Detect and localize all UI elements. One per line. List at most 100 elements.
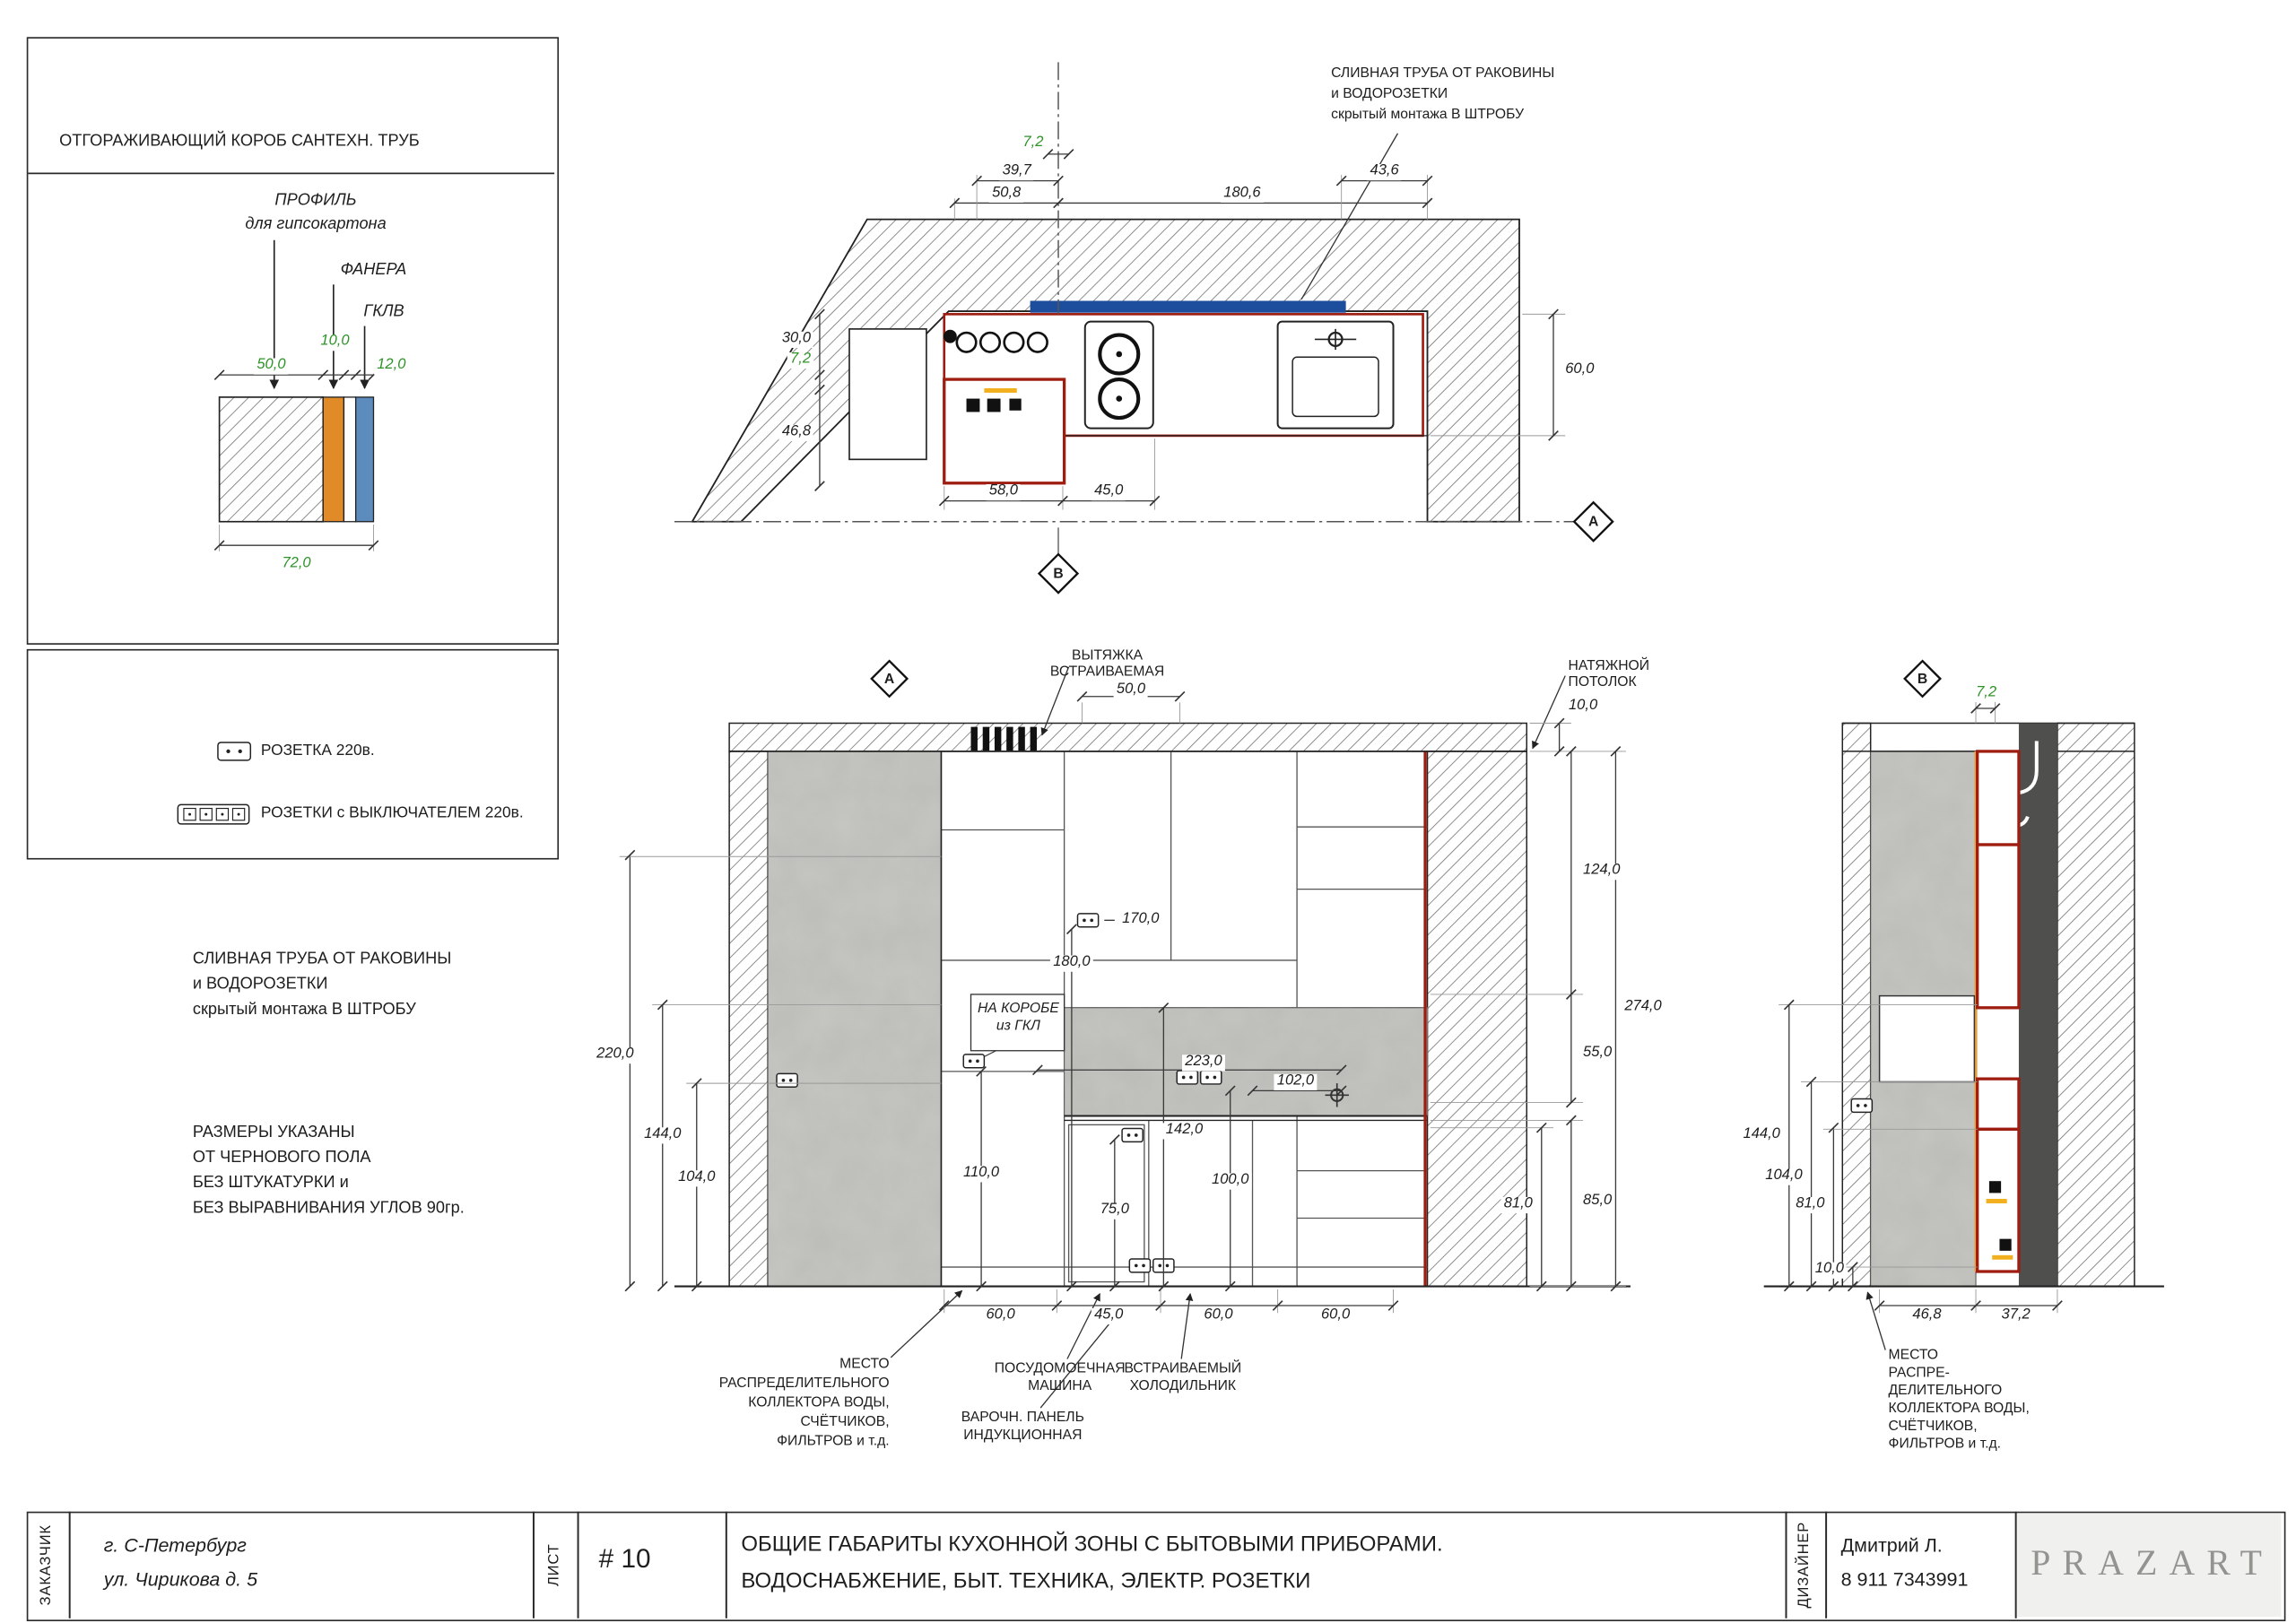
dim-plan-30: 30,0 xyxy=(778,331,814,348)
dim-a-124: 124,0 xyxy=(1579,863,1623,880)
dim-plan-39-7: 39,7 xyxy=(999,163,1035,180)
designer-name: Дмитрий Л. xyxy=(1840,1533,1943,1557)
b-note-3: ДЕЛИТЕЛЬНОГО xyxy=(1888,1382,2003,1400)
dim-a-104: 104,0 xyxy=(674,1169,718,1186)
detail-title: ОТГОРАЖИВАЮЩИЙ КОРОБ САНТЕХН. ТРУБ xyxy=(59,132,420,151)
label-gklv: ГКЛВ xyxy=(363,302,404,321)
collector-note-4: СЧЁТЧИКОВ, xyxy=(800,1413,890,1430)
dim-detail-72: 72,0 xyxy=(279,556,314,573)
dim-plan-50-8: 50,8 xyxy=(988,186,1024,203)
dishwasher-note-2: МАШИНА xyxy=(1028,1378,1092,1395)
dim-a-223: 223,0 xyxy=(1181,1054,1225,1071)
dim-a-b1: 60,0 xyxy=(983,1307,1018,1324)
designer-label: ДИЗАЙНЕР xyxy=(1796,1521,1813,1609)
designer-phone: 8 911 7343991 xyxy=(1840,1567,1969,1591)
dim-plan-45: 45,0 xyxy=(1091,483,1126,500)
hood-label-1: ВЫТЯЖКА xyxy=(1072,647,1144,664)
collector-note-2: РАСПРЕДЕЛИТЕЛЬНОГО xyxy=(718,1375,890,1392)
dim-b-81: 81,0 xyxy=(1792,1196,1828,1213)
hob-note-2: ИНДУКЦИОННАЯ xyxy=(963,1427,1083,1444)
dim-a-10: 10,0 xyxy=(1565,699,1601,716)
dim-a-170: 170,0 xyxy=(1118,912,1162,928)
elevation-a-marker: А xyxy=(883,670,895,688)
ceiling-label-2: ПОТОЛОК xyxy=(1568,673,1637,691)
dishwasher-note-1: ПОСУДОМОЕЧНАЯ xyxy=(994,1360,1126,1377)
dim-a-75: 75,0 xyxy=(1097,1202,1133,1219)
dim-a-110: 110,0 xyxy=(960,1165,1003,1182)
dim-plan-43-6: 43,6 xyxy=(1367,163,1402,180)
dim-a-274: 274,0 xyxy=(1622,999,1665,1016)
b-note-2: РАСПРЕ- xyxy=(1888,1365,1950,1382)
label-profile-sub: для гипсокартона xyxy=(245,215,387,233)
customer-city: г. С-Петербург xyxy=(103,1533,247,1557)
dim-a-hood-50: 50,0 xyxy=(1113,682,1149,699)
plan-callout-3: скрытый монтажа В ШТРОБУ xyxy=(1331,107,1525,124)
plan-callout-1: СЛИВНАЯ ТРУБА ОТ РАКОВИНЫ xyxy=(1331,65,1555,82)
prazart-logo: PRAZART xyxy=(2031,1544,2274,1584)
hob-note-1: ВАРОЧН. ПАНЕЛЬ xyxy=(961,1409,1084,1426)
collector-note-5: ФИЛЬТРОВ и т.д. xyxy=(777,1433,890,1450)
section-marker-a: А xyxy=(1587,513,1599,530)
dim-detail-50: 50,0 xyxy=(254,358,289,374)
legend-panel xyxy=(26,648,560,860)
note-sizes-2: ОТ ЧЕРНОВОГО ПОЛА xyxy=(192,1149,371,1167)
sheet-title-1: ОБЩИЕ ГАБАРИТЫ КУХОННОЙ ЗОНЫ С БЫТОВЫМИ … xyxy=(741,1532,1443,1557)
ceiling-label-1: НАТЯЖНОЙ xyxy=(1568,657,1650,674)
dim-b-144: 144,0 xyxy=(1740,1126,1784,1143)
dim-plan-180-6: 180,6 xyxy=(1220,186,1264,203)
section-marker-b: В xyxy=(1053,565,1064,582)
dim-plan-58: 58,0 xyxy=(986,483,1022,500)
dim-a-55: 55,0 xyxy=(1579,1046,1615,1062)
dim-a-180: 180,0 xyxy=(1049,955,1093,971)
collector-note-3: КОЛЛЕКТОРА ВОДЫ, xyxy=(748,1394,890,1411)
dim-a-b2: 45,0 xyxy=(1091,1307,1126,1324)
dim-detail-10: 10,0 xyxy=(317,334,352,351)
b-note-5: СЧЁТЧИКОВ, xyxy=(1888,1418,1978,1435)
fridge-note-2: ХОЛОДИЛЬНИК xyxy=(1129,1378,1237,1395)
dim-a-102: 102,0 xyxy=(1274,1073,1318,1090)
note-drain-2: и ВОДОРОЗЕТКИ xyxy=(192,975,328,994)
note-sizes-1: РАЗМЕРЫ УКАЗАНЫ xyxy=(192,1124,355,1141)
sheet-label: ЛИСТ xyxy=(546,1543,563,1586)
sheet-number: # 10 xyxy=(598,1543,651,1574)
dim-a-85: 85,0 xyxy=(1579,1193,1615,1211)
dim-a-b4: 60,0 xyxy=(1318,1307,1353,1324)
label-plywood: ФАНЕРА xyxy=(340,261,407,280)
fridge-note-1: ВСТРАИВАЕМЫЙ xyxy=(1124,1360,1242,1377)
note-sizes-3: БЕЗ ШТУКАТУРКИ и xyxy=(192,1174,349,1193)
gkl-box-label-1: НА КОРОБЕ xyxy=(977,1000,1059,1017)
dim-b-10: 10,0 xyxy=(1812,1262,1848,1279)
title-block xyxy=(26,1511,2286,1622)
dim-a-144: 144,0 xyxy=(640,1126,684,1143)
legend-socket-switch-label: РОЗЕТКИ с ВЫКЛЮЧАТЕЛЕМ 220в. xyxy=(260,803,524,822)
customer-label: ЗАКАЗЧИК xyxy=(38,1524,55,1606)
hood-label-2: ВСТРАИВАЕМАЯ xyxy=(1049,664,1165,681)
dim-b-7-2: 7,2 xyxy=(1972,685,2000,702)
plan-callout-2: и ВОДОРОЗЕТКИ xyxy=(1331,85,1448,103)
b-note-4: КОЛЛЕКТОРА ВОДЫ, xyxy=(1888,1400,2030,1417)
label-profile: ПРОФИЛЬ xyxy=(274,191,357,210)
note-sizes-4: БЕЗ ВЫРАВНИВАНИЯ УГЛОВ 90гр. xyxy=(192,1199,465,1218)
b-note-6: ФИЛЬТРОВ и т.д. xyxy=(1888,1436,2002,1453)
dim-a-100: 100,0 xyxy=(1208,1173,1252,1189)
customer-address: ул. Чирикова д. 5 xyxy=(103,1567,258,1591)
b-note-1: МЕСТО xyxy=(1888,1347,1938,1364)
dim-plan-7-2-left: 7,2 xyxy=(787,352,814,369)
dim-b-104: 104,0 xyxy=(1761,1168,1805,1185)
dim-b-46-8: 46,8 xyxy=(1909,1307,1944,1324)
dim-detail-12: 12,0 xyxy=(373,358,409,374)
dim-a-142: 142,0 xyxy=(1162,1122,1206,1139)
dim-plan-60: 60,0 xyxy=(1561,362,1597,378)
note-drain-3: скрытый монтажа В ШТРОБУ xyxy=(192,1000,416,1019)
collector-note-1: МЕСТО xyxy=(839,1356,890,1373)
gkl-box-label-2: из ГКЛ xyxy=(996,1018,1040,1035)
dim-a-220: 220,0 xyxy=(593,1046,637,1063)
note-drain-1: СЛИВНАЯ ТРУБА ОТ РАКОВИНЫ xyxy=(192,950,452,968)
logo-cell xyxy=(2017,1513,2282,1618)
dim-b-37-2: 37,2 xyxy=(1998,1307,2034,1324)
detail-panel xyxy=(26,37,560,645)
legend-socket-label: РОЗЕТКА 220в. xyxy=(260,742,375,759)
